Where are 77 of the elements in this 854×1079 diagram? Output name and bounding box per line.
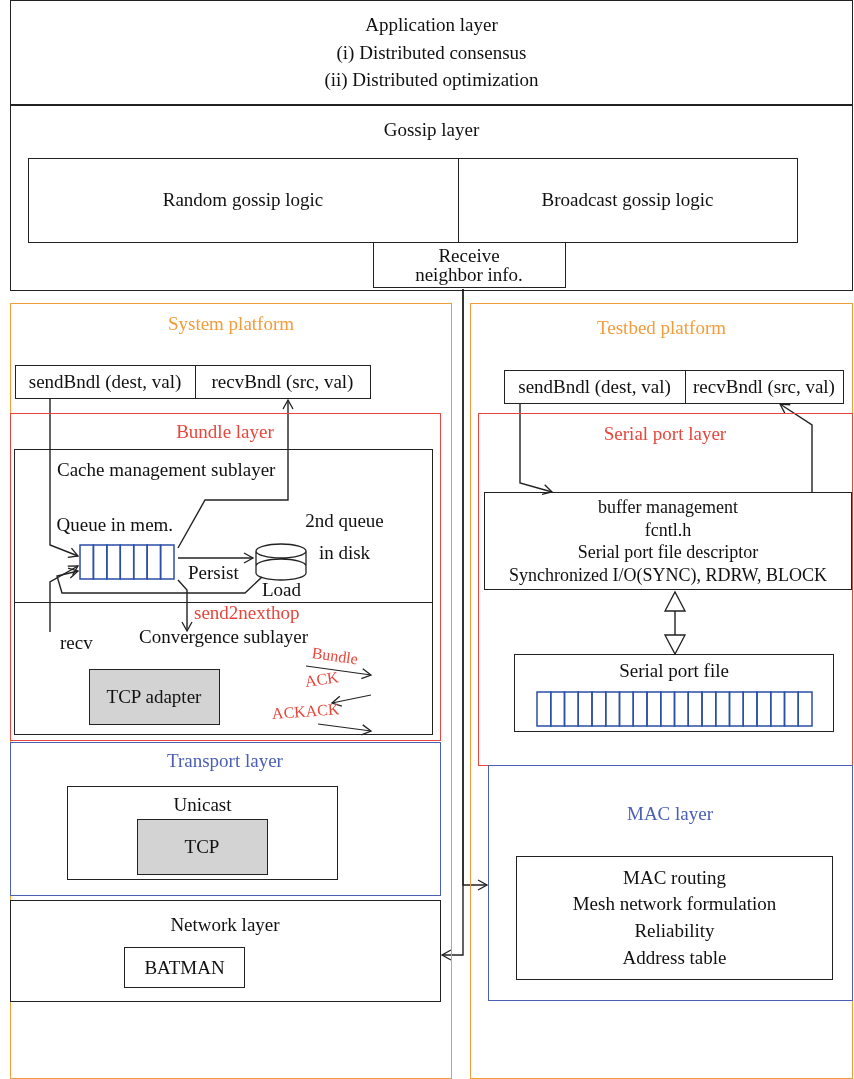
arrow [49, 565, 79, 633]
module-text: Synchronized I/O(SYNC), RDRW, BLOCK [509, 563, 827, 586]
layer-title: Bundle layer [176, 419, 274, 444]
arrow [441, 288, 464, 961]
message-label: Bundle [310, 644, 359, 668]
module-box [27, 157, 459, 243]
module-label: Receive neighbor info. [414, 245, 524, 284]
module-text: Serial port file descriptor [577, 541, 759, 564]
module-box [124, 947, 245, 988]
platform-box [10, 303, 452, 1079]
layer-box [9, 899, 441, 1002]
module-title: Unicast [173, 793, 232, 817]
edge-label: Persist [188, 563, 239, 584]
module-box [88, 668, 220, 725]
layer-box [477, 412, 853, 766]
layer-text: (i) Distributed consensus [336, 40, 527, 65]
module-label: Broadcast gossip logic [541, 188, 714, 212]
layer-box [487, 764, 853, 1001]
layer-title: Transport layer [167, 748, 283, 773]
api-box [684, 369, 844, 404]
module-box [514, 654, 834, 732]
layer-title: Network layer [170, 912, 280, 937]
arrow [519, 403, 553, 496]
module-box [484, 492, 852, 590]
edge-label: Load [262, 580, 302, 601]
api-label: sendBndl (dest, val) [28, 369, 182, 394]
layer-text: (ii) Distributed optimization [324, 68, 539, 93]
module-label: TCP adapter [106, 684, 202, 709]
layer-box [10, 105, 853, 291]
arrow [664, 591, 686, 655]
module-box [457, 157, 798, 243]
module-text: Reliability [634, 919, 715, 943]
arrow [49, 398, 79, 558]
arrow [56, 567, 263, 594]
queue-label: Queue in mem. [56, 512, 174, 537]
api-label: sendBndl (dest, val) [518, 374, 671, 399]
module-text: Address table [622, 945, 727, 970]
message-label: ACK [303, 668, 340, 691]
module-label: TCP [184, 834, 220, 859]
module-label: Random gossip logic [162, 188, 324, 212]
edge-label: recv [60, 633, 93, 654]
api-box [503, 369, 686, 404]
layer-text: Application layer [365, 13, 498, 38]
api-box [14, 364, 196, 399]
arrow [177, 579, 193, 632]
module-box [372, 241, 566, 288]
arrow [779, 403, 813, 493]
layer-box [9, 741, 441, 896]
platform-title: Testbed platform [597, 316, 726, 340]
module-label: BATMAN [144, 955, 225, 980]
api-label: recvBndl (src, val) [693, 374, 835, 399]
message-label: ACKACK [271, 700, 340, 723]
module-text: Mesh network formulation [572, 892, 777, 917]
module-text: buffer management [597, 496, 739, 519]
module-title: Serial port file [619, 659, 729, 683]
api-label: recvBndl (src, val) [211, 369, 354, 394]
module-box [516, 856, 833, 980]
module-box [136, 818, 268, 875]
platform-title: System platform [167, 312, 295, 336]
sublayer-title: Convergence sublayer [139, 625, 308, 649]
module-box [67, 786, 338, 880]
disk-label: 2nd queue in disk [304, 508, 385, 565]
sublayer-title: Cache management sublayer [57, 458, 276, 482]
sublayer-box [14, 602, 433, 735]
layer-title: MAC layer [627, 801, 713, 826]
module-text: fcntl.h [644, 518, 692, 541]
layer-box [10, 0, 853, 105]
layer-title: Gossip layer [383, 118, 480, 142]
layer-box [9, 412, 441, 741]
arrow [177, 552, 254, 564]
api-box [194, 364, 371, 399]
edge-label: send2nexthop [194, 603, 300, 624]
sublayer-box [14, 449, 433, 603]
layer-title: Serial port layer [603, 421, 727, 446]
platform-box [470, 303, 853, 1079]
arrow [177, 399, 294, 549]
module-text: MAC routing [623, 865, 726, 890]
